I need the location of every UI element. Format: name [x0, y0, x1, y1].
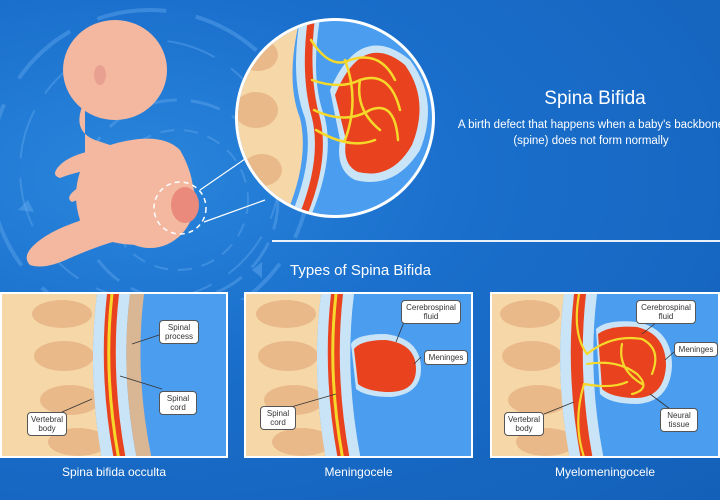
fetus-figure — [26, 20, 199, 267]
caption-myelomeningocele: Myelomeningocele — [554, 465, 656, 479]
fetus-ear — [94, 65, 106, 85]
label-spinal-cord: Spinal cord — [159, 391, 197, 415]
page-title: Spina Bifida — [544, 88, 646, 109]
types-heading: Types of Spina Bifida — [290, 262, 431, 279]
label-meninges: Meninges — [674, 342, 718, 357]
label-meninges: Meninges — [424, 350, 468, 365]
zoom-target-circle — [153, 181, 207, 235]
myelomeningocele-diagram — [492, 294, 675, 456]
panel-occulta: Spinal process Spinal cord Vertebral bod… — [0, 292, 228, 458]
label-neural-tissue: Neural tissue — [660, 408, 698, 432]
caption-occulta: Spina bifida occulta — [61, 465, 167, 479]
page-subtitle: A birth defect that happens when a baby'… — [457, 119, 720, 147]
caption-meningocele: Meningocele — [324, 465, 393, 479]
panel-myelomeningocele: Cerebrospinal fluid Meninges Vertebral b… — [490, 292, 720, 458]
label-vertebral-body: Vertebral body — [27, 412, 67, 436]
hero-illustration — [0, 8, 435, 300]
label-cerebrospinal-fluid: Cerebrospinal fluid — [636, 300, 696, 324]
label-cerebrospinal-fluid: Cerebrospinal fluid — [401, 300, 461, 324]
section-divider — [272, 240, 720, 242]
label-vertebral-body: Vertebral body — [504, 412, 544, 436]
zoom-connector-line — [203, 199, 266, 223]
label-spinal-process: Spinal process — [159, 320, 199, 344]
ring-arrow-icon — [18, 200, 34, 212]
zoom-circle-detail — [238, 21, 432, 215]
label-spinal-cord: Spinal cord — [260, 406, 296, 430]
occulta-diagram — [2, 294, 163, 456]
ring-arrow-icon — [252, 262, 262, 278]
panel-meningocele: Cerebrospinal fluid Meninges Spinal cord — [244, 292, 473, 458]
